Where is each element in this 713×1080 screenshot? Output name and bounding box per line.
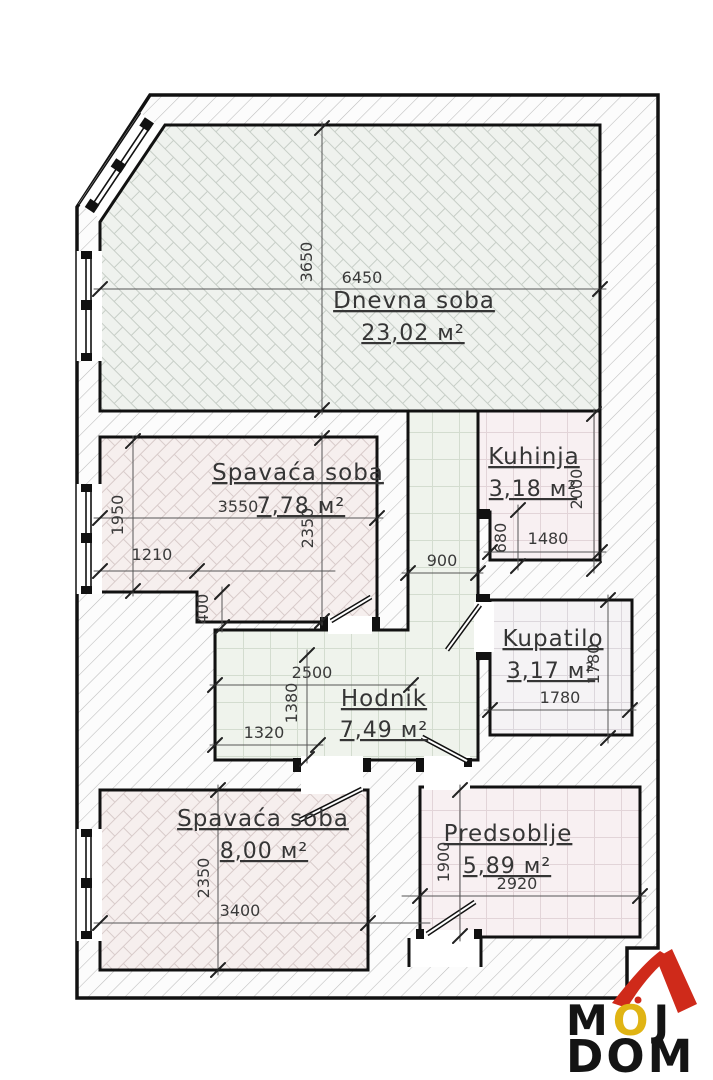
dim-bedroom1-width: 3550: [92, 497, 385, 526]
dim-bedroom1-width-label: 3550: [218, 497, 259, 516]
door-bedroom2: [298, 786, 364, 823]
room-hall-name: Hodnik: [341, 686, 427, 712]
room-living: [98, 123, 602, 413]
dim-entry-width-label: 2920: [497, 874, 538, 893]
room-living-area: 23,02 м²: [361, 321, 464, 346]
dim-living-height-label: 3650: [297, 242, 316, 283]
door-openings: [301, 602, 494, 941]
dim-entry-height: 1900: [434, 782, 468, 944]
dim-hall-left-width-label: 1320: [244, 723, 285, 742]
door-bathroom: [444, 603, 483, 652]
dim-living-height: 3650: [297, 120, 330, 418]
room-entry-floor: [418, 785, 642, 939]
room-bathroom-area: 3,17 м²: [507, 659, 595, 684]
room-labels: Dnevna soba 23,02 м² Spavaća soba 7,78 м…: [177, 288, 603, 879]
entrance-recess: [407, 938, 483, 967]
dim-kitchen-width-label: 1480: [528, 529, 569, 548]
room-hall: [213, 409, 480, 762]
door-hall-entry: [420, 734, 469, 764]
dim-bedroom1-left-height-label: 1950: [108, 495, 127, 536]
room-bedroom1-name: Spavaća soba: [212, 460, 384, 486]
dim-hall-height: 1380: [282, 647, 315, 767]
room-bathroom: [488, 598, 634, 737]
room-entry-name: Predsoblje: [444, 821, 573, 847]
room-living-floor: [98, 123, 602, 413]
dim-living-width: 6450: [92, 268, 608, 297]
logo-roof-left-stroke: [612, 951, 670, 1008]
room-hall-floor: [213, 409, 480, 762]
logo-word-moj: MOJ: [566, 996, 674, 1045]
dim-bedroom1-left-width-label: 1210: [132, 545, 173, 564]
dim-bedroom2-width: 3400: [92, 901, 431, 931]
room-kitchen-name: Kuhinja: [488, 444, 580, 470]
window-living: [74, 251, 102, 361]
dim-bathroom-height: 1780: [584, 592, 616, 746]
room-kitchen-area: 3,18 м²: [489, 477, 577, 502]
room-living-name: Dnevna soba: [333, 288, 495, 314]
dim-bedroom1-notch: 400: [193, 584, 230, 635]
window-chamfer: [78, 112, 162, 219]
window-bedroom1: [74, 484, 102, 594]
dim-bathroom-width: 1780: [482, 688, 638, 718]
dim-bedroom2-width-label: 3400: [220, 901, 261, 920]
dim-bathroom-height-label: 1780: [584, 644, 603, 685]
room-bedroom1-area: 7,78 м²: [257, 494, 345, 519]
room-entry-area: 5,89 м²: [463, 854, 551, 879]
dim-corridor-width: 900: [400, 551, 486, 581]
logo-roof-drip: [634, 996, 642, 1004]
dimensions: 6450 3650 3550 1950 1210 2350: [92, 120, 648, 978]
dim-bedroom1-height: 2350: [298, 430, 330, 629]
door-bedroom1: [329, 594, 373, 624]
door-posts: [293, 509, 490, 939]
dim-bedroom1-left-height: 1950: [108, 433, 141, 599]
door-leaves: [298, 594, 483, 937]
logo-word-dom: DOM: [566, 1030, 695, 1080]
room-hall-area: 7,49 м²: [340, 718, 428, 743]
room-bathroom-floor: [488, 598, 634, 737]
dim-hall-height-label: 1380: [282, 683, 301, 724]
dim-bedroom1-left-width: 1210: [92, 545, 336, 579]
room-bedroom2-area: 8,00 м²: [220, 839, 308, 864]
dim-entry-height-label: 1900: [434, 842, 453, 883]
dim-hall-width-label: 2500: [292, 663, 333, 682]
dim-bathroom-width-label: 1780: [540, 688, 581, 707]
dim-entry-width: 2920: [401, 874, 648, 904]
dim-bedroom1-notch-label: 400: [193, 594, 212, 625]
window-bedroom2: [74, 829, 102, 941]
logo-roof-right-stroke: [656, 949, 697, 1013]
dim-corridor-width-label: 900: [427, 551, 458, 570]
dim-kitchen-height-label: 2000: [567, 469, 586, 510]
dim-kitchen-width: 1480: [482, 529, 608, 560]
room-bathroom-name: Kupatilo: [502, 626, 603, 652]
dim-hall-width: 2500: [207, 663, 419, 693]
dim-bedroom2-height: 2350: [194, 782, 226, 978]
logo-moj-dom: MOJ DOM: [566, 949, 697, 1080]
dim-kitchen-height: 2000: [567, 406, 602, 577]
dim-bedroom1-height-label: 2350: [298, 508, 317, 549]
dim-living-width-label: 6450: [342, 268, 383, 287]
dim-bedroom2-height-label: 2350: [194, 858, 213, 899]
room-bedroom2-name: Spavaća soba: [177, 806, 349, 832]
door-entrance: [425, 899, 477, 937]
dim-hall-left-width: 1320: [207, 723, 326, 753]
room-entry: [418, 785, 642, 939]
